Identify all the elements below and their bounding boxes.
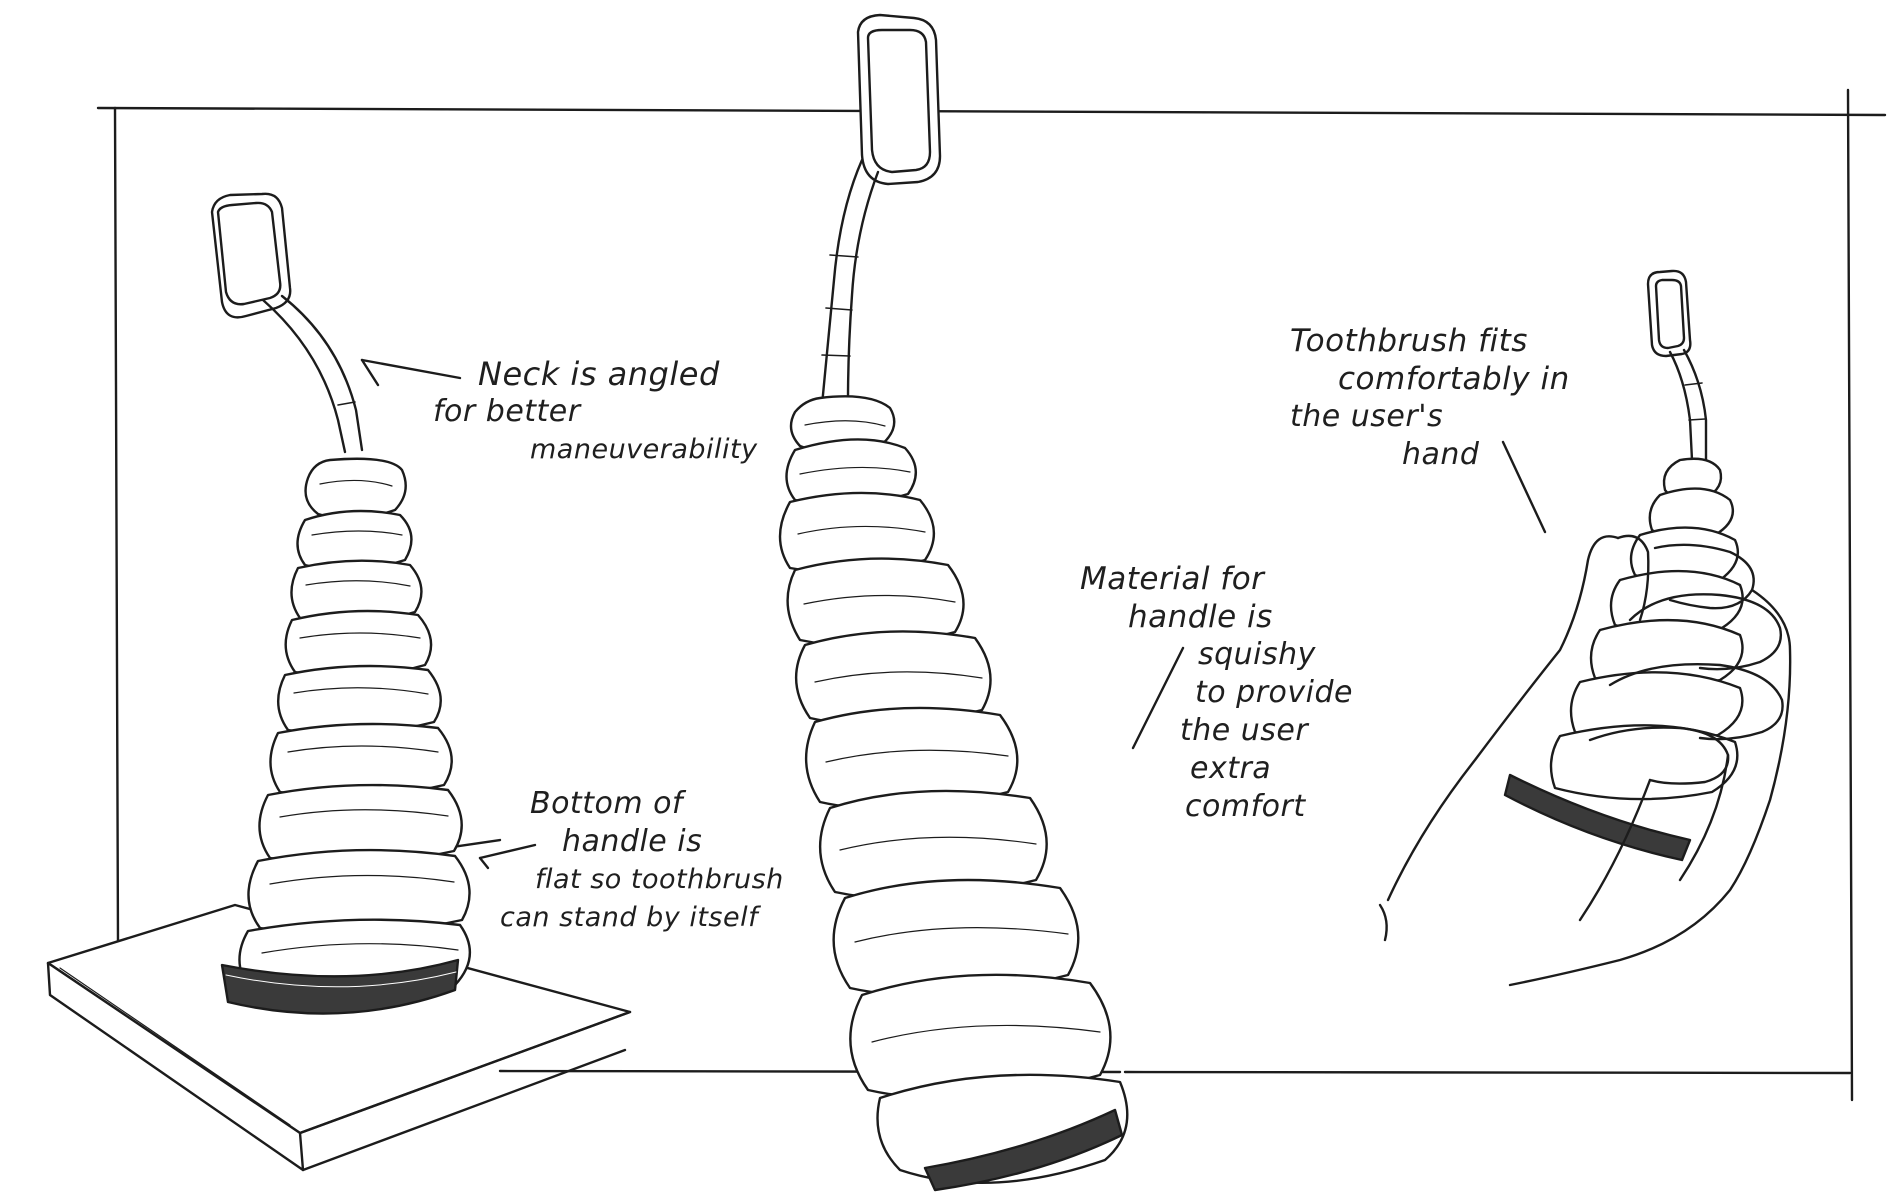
leader-neck-tail [360, 358, 462, 380]
leader-grip [1501, 440, 1547, 534]
annotation-material-line-6: extra [1190, 751, 1272, 786]
annotation-grip-line-4: hand [1402, 437, 1480, 472]
annotation-material-line-3: squishy [1198, 637, 1316, 672]
annotation-bottom-line-1: Bottom of [530, 786, 683, 821]
annotation-neck: Neck is angled for better maneuverabilit… [433, 355, 758, 469]
annotation-bottom-line-3: flat so toothbrush [535, 864, 784, 895]
annotation-bottom: Bottom of handle is flat so toothbrush c… [500, 785, 784, 937]
annotation-material: Material for handle is squishy to provid… [1080, 560, 1353, 826]
leader-material [1131, 646, 1185, 750]
toothbrush-large [778, 13, 1129, 1192]
annotation-grip-line-2: comfortably in [1338, 361, 1570, 397]
toothbrush-in-hand [1378, 269, 1792, 987]
leader-bottom-tick [478, 856, 490, 870]
toothbrush-standing [210, 192, 472, 1015]
annotation-leaders [360, 358, 1547, 870]
annotation-material-line-7: comfort [1185, 789, 1306, 824]
leader-neck [360, 358, 380, 387]
annotation-neck-line-1: Neck is angled [478, 355, 720, 393]
annotation-grip: Toothbrush fits comfortably in the user'… [1290, 322, 1570, 474]
platform [46, 838, 632, 1172]
leader-bottom [478, 843, 537, 860]
annotation-material-line-4: to provide [1195, 675, 1353, 710]
annotation-bottom-line-4: can stand by itself [500, 902, 759, 933]
annotation-material-line-2: handle is [1128, 599, 1273, 635]
annotation-bottom-line-2: handle is [562, 824, 703, 859]
annotation-material-line-5: the user [1180, 713, 1309, 748]
annotation-neck-line-2: for better [433, 394, 581, 429]
annotation-grip-line-3: the user's [1290, 399, 1444, 434]
annotation-neck-line-3: maneuverability [530, 434, 758, 465]
background-frame [96, 88, 1887, 1102]
annotation-material-line-1: Material for [1080, 561, 1265, 597]
annotation-grip-line-1: Toothbrush fits [1290, 323, 1528, 359]
